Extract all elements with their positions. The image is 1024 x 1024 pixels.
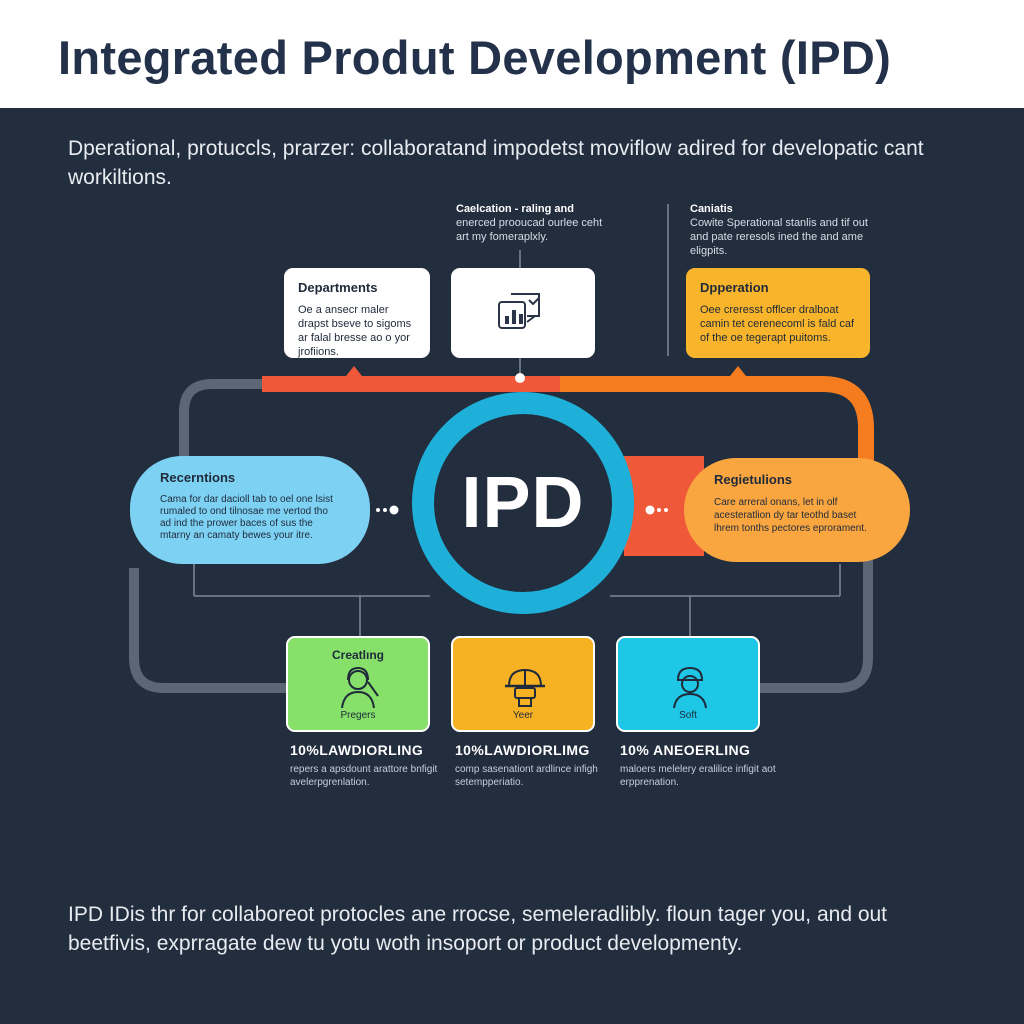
stat-2-value: 10%LAWDIORLIMG (455, 742, 590, 758)
pill-regietulions-title: Regietulions (714, 472, 793, 487)
stat-2-desc: comp sasenationt ardlince infigh setempp… (455, 764, 598, 788)
user-headset-icon (341, 666, 379, 709)
stat-3-desc: maloers melelery eralilice infigit aot e… (620, 764, 776, 788)
card-dpperation-title: Dpperation (700, 280, 769, 295)
stat-1-desc: repers a apsdount arattore bnfigit avele… (290, 764, 438, 788)
analytics-icon (498, 293, 540, 329)
worker-icon (673, 666, 707, 709)
card-dpperation: Dpperation Oee creresst offlcer dralboat… (686, 268, 870, 358)
ipd-hub: IPD (412, 392, 634, 614)
stat-2: 10%LAWDIORLIMG comp sasenationt ardlince… (455, 742, 630, 789)
tile-soft: Soft (616, 636, 760, 732)
card-departments: Departments Oe a ansecr maler drapst bse… (284, 268, 430, 358)
pointer-dpperation (730, 366, 746, 376)
grey-loop-left-top (179, 379, 267, 467)
card-departments-title: Departments (298, 280, 378, 295)
note-center-body: enerced prooucad ourlee ceht art my fome… (456, 217, 603, 243)
tile-soft-caption: Soft (679, 710, 697, 721)
note-center-title: Caelcation - raling and (456, 203, 574, 215)
outro-text: IPD IDis thr for collaboreot protocles a… (68, 903, 888, 955)
stat-1: 10%LAWDIORLING repers a apsdount arattor… (290, 742, 465, 789)
grey-loop-right-bottom (758, 560, 873, 693)
pill-recerntions: Recerntions Cama for dar dacioll tab to … (130, 456, 370, 564)
card-analytics (451, 268, 595, 358)
note-right: Caniatis Cowite Sperational stanlis and … (690, 202, 870, 258)
note-center: Caelcation - raling and enerced prooucad… (456, 202, 606, 244)
note-right-body: Cowite Sperational stanlis and tif out a… (690, 217, 868, 257)
header-bar: Integrated Produt Development (IPD) (0, 0, 1024, 108)
pill-recerntions-body: Cama for dar dacioll tab to oel one lsis… (160, 494, 333, 541)
card-departments-body: Oe a ansecr maler drapst bseve to sigoms… (298, 304, 412, 358)
tile-yeer-caption: Yeer (512, 710, 534, 721)
pill-regietulions: Regietulions Care arreral onans, let in … (684, 458, 910, 562)
stat-3-value: 10% ANEOERLING (620, 742, 751, 758)
page-title: Integrated Produt Development (IPD) (58, 31, 892, 84)
stat-3: 10% ANEOERLING maloers melelery eralilic… (620, 742, 795, 789)
pill-recerntions-title: Recerntions (160, 470, 236, 485)
tile-creatling-caption: Pregers (340, 710, 376, 721)
orange-top-line (560, 376, 874, 462)
tile-creatling: Creatlıng Pregers (286, 636, 430, 732)
grey-loop-left-bottom (129, 568, 290, 693)
hub-label: IPD (461, 463, 585, 543)
card-dpperation-body: Oee creresst offlcer dralboat camin tet … (700, 304, 855, 344)
pill-regietulions-body: Care arreral onans, let in olf acesterat… (714, 497, 867, 534)
intro-text: Dperational, protuccls, prarzer: collabo… (68, 137, 924, 189)
tile-yeer: Yeer (451, 636, 595, 732)
tile-creatling-title: Creatlıng (331, 648, 384, 662)
pointer-departments (346, 366, 362, 376)
note-right-title: Caniatis (690, 203, 733, 215)
helmet-icon (505, 668, 545, 707)
stat-1-value: 10%LAWDIORLING (290, 742, 424, 758)
